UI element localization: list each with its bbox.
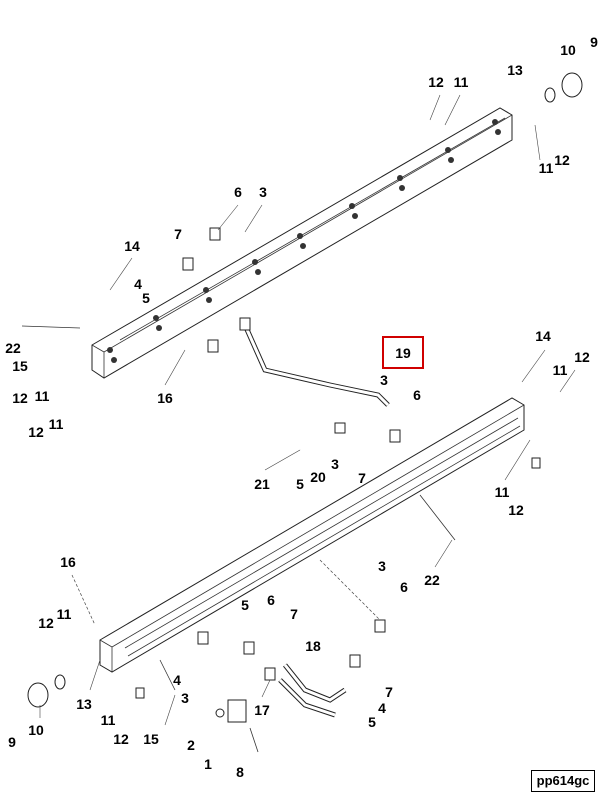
label: 7 xyxy=(385,684,393,700)
label: 7 xyxy=(290,606,298,622)
label: 10 xyxy=(560,42,576,58)
label: 4 xyxy=(378,700,386,716)
label: 3 xyxy=(331,456,339,472)
label: 12 xyxy=(113,731,129,747)
label: 22 xyxy=(424,572,440,588)
label: 17 xyxy=(254,702,270,718)
label: 6 xyxy=(413,387,421,403)
label: 11 xyxy=(553,362,568,378)
label: 18 xyxy=(305,638,321,654)
fuel-pipe-18 xyxy=(278,663,347,718)
label: 11 xyxy=(49,416,64,432)
label: 6 xyxy=(234,184,242,200)
lower-fuel-rail xyxy=(99,397,525,673)
label: 7 xyxy=(358,470,366,486)
part-number-labels: 10 9 13 12 11 11 12 6 3 7 14 4 5 22 15 1… xyxy=(5,34,598,780)
fuel-pipe-21 xyxy=(207,339,301,452)
label: 12 xyxy=(574,349,590,365)
label: 12 xyxy=(12,390,28,406)
label: 3 xyxy=(181,690,189,706)
label: 21 xyxy=(254,476,270,492)
label: 15 xyxy=(12,358,28,374)
label: 9 xyxy=(590,34,598,50)
label: 6 xyxy=(267,592,275,608)
highlighted-part-19[interactable]: 19 xyxy=(382,336,424,369)
label: 7 xyxy=(174,226,182,242)
label: 11 xyxy=(539,160,554,176)
label: 13 xyxy=(507,62,523,78)
label: 12 xyxy=(508,502,524,518)
label: 4 xyxy=(173,672,181,688)
highlighted-label: 19 xyxy=(395,345,411,361)
label: 1 xyxy=(204,756,212,772)
highlight-box xyxy=(382,336,424,369)
label: 3 xyxy=(380,372,388,388)
label: 22 xyxy=(5,340,21,356)
label: 11 xyxy=(101,712,116,728)
label: 10 xyxy=(28,722,44,738)
label: 12 xyxy=(554,152,570,168)
label: 12 xyxy=(38,615,54,631)
fittings xyxy=(21,72,583,753)
diagram-code: pp614gc xyxy=(531,770,595,792)
label: 16 xyxy=(157,390,173,406)
label: 8 xyxy=(236,764,244,780)
label: 4 xyxy=(134,276,142,292)
label: 20 xyxy=(310,469,326,485)
label: 5 xyxy=(296,476,304,492)
label: 5 xyxy=(142,290,150,306)
label: 5 xyxy=(368,714,376,730)
leader-lines xyxy=(39,94,576,726)
label: 3 xyxy=(259,184,267,200)
label: 5 xyxy=(241,597,249,613)
label: 11 xyxy=(454,74,469,90)
label: 11 xyxy=(57,606,72,622)
label: 14 xyxy=(535,328,551,344)
label: 3 xyxy=(378,558,386,574)
label: 11 xyxy=(35,388,50,404)
label: 11 xyxy=(495,484,510,500)
label: 16 xyxy=(60,554,76,570)
label: 14 xyxy=(124,238,140,254)
fuel-pipe-19 xyxy=(239,317,390,407)
upper-rail-ports xyxy=(107,119,501,363)
label: 13 xyxy=(76,696,92,712)
upper-fuel-rail xyxy=(91,107,513,379)
label: 6 xyxy=(400,579,408,595)
label: 12 xyxy=(28,424,44,440)
label: 9 xyxy=(8,734,16,750)
label: 2 xyxy=(187,737,195,753)
label: 15 xyxy=(143,731,159,747)
label: 12 xyxy=(428,74,444,90)
